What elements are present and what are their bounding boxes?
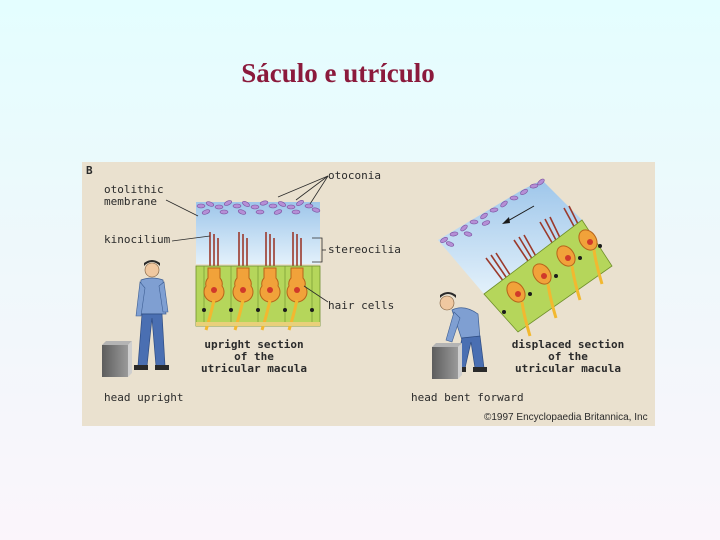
person-bent-figure xyxy=(439,292,487,372)
diagram-illustration xyxy=(102,175,613,379)
upright-macula xyxy=(195,200,321,331)
upright-otoconia-crystals xyxy=(196,200,321,215)
panel-letter: B xyxy=(86,164,93,177)
label-displaced-line1: displaced section xyxy=(511,338,625,351)
label-upright-line3: utricular macula xyxy=(201,362,307,375)
label-displaced-line2: of the xyxy=(548,350,588,363)
label-stereocilia: stereocilia xyxy=(328,243,401,256)
label-upright-line2: of the xyxy=(234,350,274,363)
label-upright-line1: upright section xyxy=(204,338,304,351)
displaced-nerve-fibers xyxy=(520,249,604,337)
label-head-bent-forward: head bent forward xyxy=(411,391,524,404)
upright-nerve-fibers xyxy=(204,299,299,331)
label-otolithic-line1: otolithic xyxy=(104,183,164,196)
displaced-macula xyxy=(438,178,613,337)
label-hair-cells: hair cells xyxy=(328,299,395,312)
leader-lines xyxy=(165,175,329,303)
upright-cilia xyxy=(209,232,302,268)
displaced-otolithic-gel xyxy=(438,180,582,294)
slide-title: Sáculo e utrículo xyxy=(241,58,435,88)
label-head-upright: head upright xyxy=(104,391,184,404)
box-upright xyxy=(102,341,132,377)
box-bent xyxy=(432,343,462,379)
person-upright-figure xyxy=(134,260,169,370)
label-otolithic-line2: membrane xyxy=(104,195,157,208)
label-otoconia: otoconia xyxy=(328,169,381,182)
displacement-arrow xyxy=(502,205,535,224)
copyright-notice: ©1997 Encyclopaedia Britannica, Inc xyxy=(484,412,648,423)
displaced-otoconia-crystals xyxy=(440,178,545,247)
utricle-diagram: B otolithic membrane otoconia kinocilium… xyxy=(82,162,655,426)
upright-hair-cells xyxy=(203,267,308,303)
label-kinocilium: kinocilium xyxy=(104,233,171,246)
label-displaced-line3: utricular macula xyxy=(515,362,621,375)
